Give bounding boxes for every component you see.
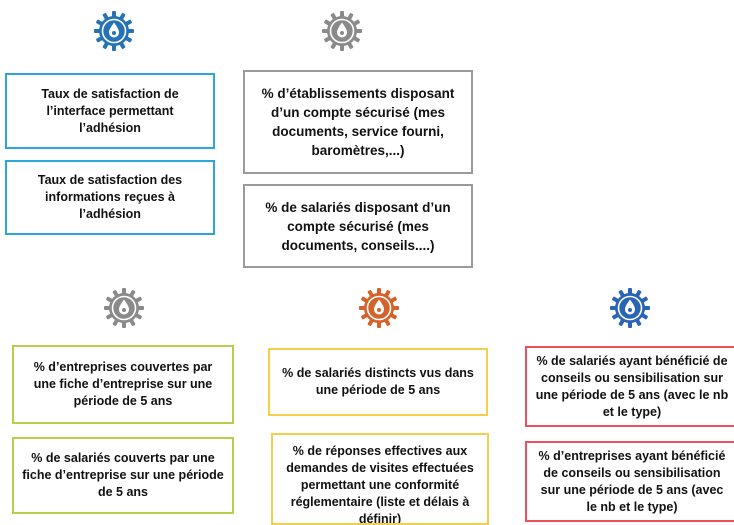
- gear-drop-icon: [359, 288, 399, 328]
- employees-secure-account-text: % de salariés disposant d’un compte sécu…: [265, 199, 451, 253]
- gear-drop-icon: [610, 288, 650, 328]
- gear-ring: [617, 295, 643, 321]
- drop-center: [628, 308, 632, 312]
- gear-ring: [329, 18, 355, 44]
- drop-shape: [109, 22, 119, 38]
- employees-covered-box: % de salariés couverts par une fiche d’e…: [12, 437, 234, 514]
- companies-advice-box: % d’entreprises ayant bénéficié de conse…: [525, 441, 734, 522]
- employees-advice-box: % de salariés ayant bénéficié de conseil…: [525, 346, 734, 427]
- employees-secure-account-box: % de salariés disposant d’un compte sécu…: [243, 184, 473, 268]
- effective-responses-text: % de réponses effectives aux demandes de…: [286, 444, 474, 525]
- drop-shape: [625, 299, 635, 315]
- gear-ring: [101, 18, 127, 44]
- info-satisfaction-text: Taux de satisfaction des informations re…: [37, 173, 183, 221]
- gear-drop-icon: [94, 11, 134, 51]
- establishments-secure-account-text: % d’établissements disposant d’un compte…: [261, 86, 455, 158]
- companies-advice-text: % d’entreprises ayant bénéficié de conse…: [538, 448, 726, 514]
- gear-ring: [111, 295, 137, 321]
- interface-satisfaction-box: Taux de satisfaction de l’interface perm…: [5, 73, 215, 149]
- gear-drop-icon: [104, 288, 144, 328]
- drop-center: [112, 31, 116, 35]
- drop-center: [377, 308, 381, 312]
- employees-advice-text: % de salariés ayant bénéficié de conseil…: [535, 353, 729, 419]
- drop-shape: [119, 299, 129, 315]
- distinct-employees-seen-text: % de salariés distincts vus dans une pér…: [282, 366, 474, 397]
- effective-responses-box: % de réponses effectives aux demandes de…: [271, 433, 489, 525]
- info-satisfaction-box: Taux de satisfaction des informations re…: [5, 160, 215, 235]
- establishments-secure-account-box: % d’établissements disposant d’un compte…: [243, 70, 473, 174]
- gear-drop-icon: [322, 11, 362, 51]
- distinct-employees-seen-box: % de salariés distincts vus dans une pér…: [268, 348, 488, 416]
- drop-shape: [337, 22, 347, 38]
- employees-covered-text: % de salariés couverts par une fiche d’e…: [22, 451, 224, 499]
- companies-covered-text: % d’entreprises couvertes par une fiche …: [33, 360, 213, 408]
- drop-center: [122, 308, 126, 312]
- companies-covered-box: % d’entreprises couvertes par une fiche …: [12, 345, 234, 424]
- drop-shape: [374, 299, 384, 315]
- drop-center: [340, 31, 344, 35]
- gear-ring: [366, 295, 392, 321]
- interface-satisfaction-text: Taux de satisfaction de l’interface perm…: [41, 86, 179, 135]
